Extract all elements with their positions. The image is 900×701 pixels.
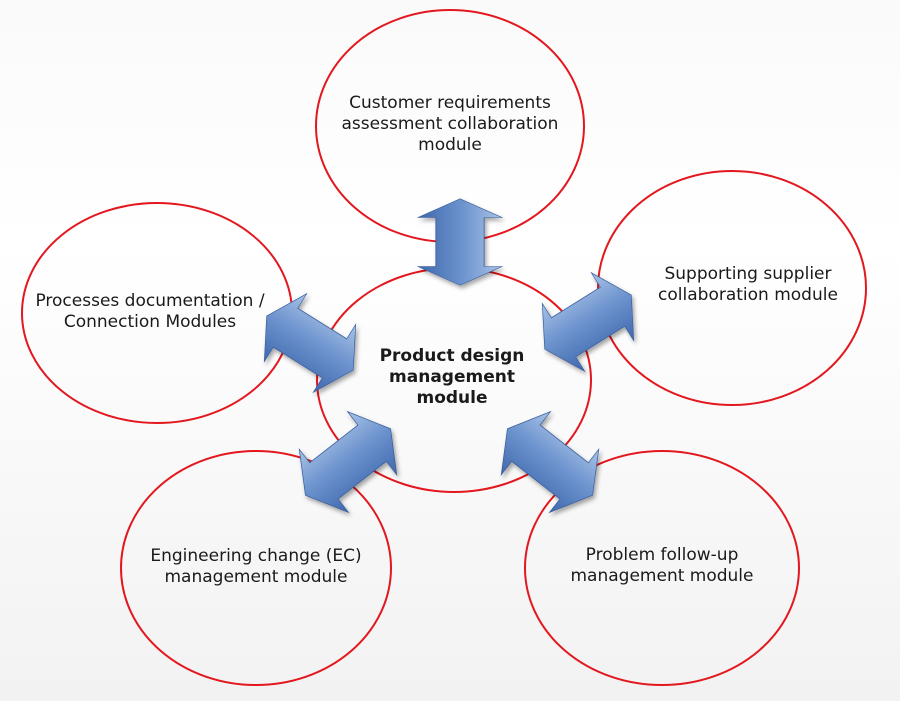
center-label: Product design management module [352, 346, 552, 409]
node-label-line: Supporting supplier [664, 264, 832, 284]
node-label-engineering: Engineering change (EC) management modul… [124, 546, 388, 588]
node-label-line: collaboration module [658, 285, 838, 305]
node-ellipse-supplier [597, 170, 867, 406]
double-arrow-engineering [280, 396, 416, 528]
node-label-line: Customer requirements [349, 93, 551, 113]
center-label-line: module [416, 388, 488, 408]
node-label-processes: Processes documentation / Connection Mod… [18, 291, 282, 333]
node-label-line: Connection Modules [63, 312, 237, 332]
center-label-line: management [389, 367, 515, 387]
node-label-problem: Problem follow-up management module [530, 545, 794, 587]
node-label-supplier: Supporting supplier collaboration module [618, 264, 878, 306]
node-label-line: Problem follow-up [585, 545, 739, 565]
center-label-line: Product design [379, 346, 525, 366]
node-ellipse-engineering [120, 450, 392, 686]
node-label-line: management module [164, 567, 348, 587]
node-label-customer: Customer requirements assessment collabo… [316, 93, 584, 156]
double-arrow-problem [482, 396, 618, 528]
double-arrow-customer [417, 198, 503, 286]
node-label-line: Engineering change (EC) [150, 546, 362, 566]
node-ellipse-problem [524, 450, 800, 686]
node-label-line: management module [570, 566, 754, 586]
node-label-line: module [418, 135, 482, 155]
node-label-line: assessment collaboration [341, 114, 559, 134]
node-label-line: Processes documentation / [35, 291, 265, 311]
